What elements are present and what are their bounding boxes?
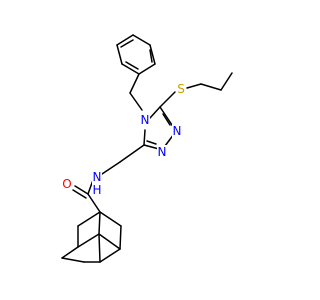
bond-ch2-nh — [101, 161, 121, 175]
bond-c5-n1 — [159, 106, 175, 129]
bond-benzene-2 — [132, 34, 151, 46]
bond-benzene-6 — [116, 44, 123, 65]
bond-n2-c3-double — [146, 140, 157, 145]
bond-c3-n4 — [143, 129, 146, 146]
bond-c5-s — [159, 91, 176, 108]
sulfur-atom-label: S — [177, 82, 185, 96]
bond-benzene-4 — [138, 63, 156, 75]
bond-benzene-1 — [116, 34, 134, 46]
label-bg-n4 — [140, 113, 150, 127]
bond-s-c1 — [186, 83, 202, 89]
bond-ad-8 — [98, 233, 121, 250]
bond-carbonyl-adamantane — [87, 193, 101, 213]
bond-c5-n1-double — [162, 113, 171, 126]
bond-ring-to-ch2 — [129, 73, 140, 94]
bond-c1-c2 — [200, 83, 222, 91]
bond-co-double-1 — [74, 185, 89, 195]
bond-ad-3 — [98, 211, 101, 235]
bond-ad-10 — [61, 257, 85, 263]
bond-benzene-3 — [149, 44, 156, 65]
bond-benzene-inner-3 — [125, 61, 139, 70]
oxygen-atom-label: O — [62, 177, 71, 191]
bond-n2-c3 — [143, 144, 160, 150]
label-bg-n1 — [172, 124, 182, 138]
triazole-n2-label: N — [158, 145, 167, 159]
bond-layer — [61, 34, 233, 263]
bond-c3-ch2 — [119, 144, 145, 163]
molecule-structure: O N H N N N S — [61, 34, 233, 263]
bond-ad-12 — [98, 233, 101, 263]
triazole-n4-label: N — [141, 113, 150, 127]
label-bg-n2 — [157, 145, 167, 159]
bond-benzene-inner-2 — [149, 49, 153, 63]
bond-ad-2 — [99, 211, 122, 227]
bond-benzene-inner-1 — [120, 39, 134, 48]
amide-nitrogen-label: N — [93, 170, 102, 184]
bond-ch2-to-n4 — [129, 92, 143, 111]
bond-n4-c5 — [149, 106, 161, 119]
bond-co-double-2 — [72, 189, 87, 199]
bond-c2-c3 — [220, 72, 233, 91]
bond-ad-5 — [119, 225, 122, 250]
bond-ad-1 — [77, 211, 101, 227]
amide-hydrogen-label: H — [92, 183, 101, 197]
bond-ad-7 — [77, 233, 100, 248]
label-bg-oxygen — [62, 177, 72, 191]
bond-ad-9 — [99, 248, 121, 263]
bond-ad-6 — [61, 246, 79, 259]
triazole-n1-label: N — [173, 124, 182, 138]
label-bg-sulfur — [176, 82, 186, 96]
bond-benzene-5 — [121, 63, 140, 75]
label-bg-amide-h — [92, 183, 102, 197]
label-bg-amide-n — [92, 170, 102, 184]
atom-label-layer: O N H N N N S — [62, 82, 186, 197]
